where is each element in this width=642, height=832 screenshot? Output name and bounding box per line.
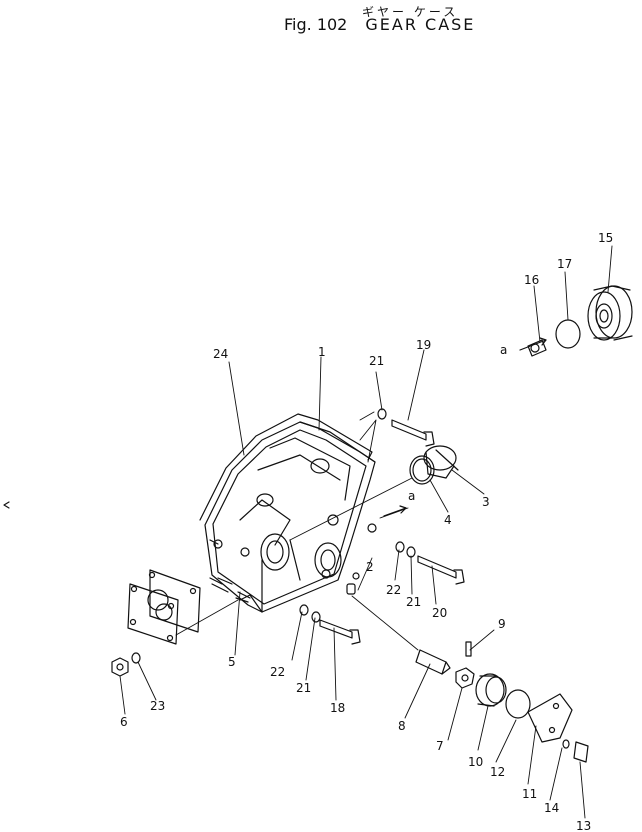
callout-18: 18 bbox=[330, 701, 345, 715]
washer-part-21-lower bbox=[311, 611, 321, 623]
figure-number: Fig. 102 bbox=[284, 15, 348, 34]
callout-6: 6 bbox=[120, 715, 128, 729]
callout-a-lower: a bbox=[408, 489, 415, 503]
callout-22-right: 22 bbox=[386, 583, 401, 597]
callout-24: 24 bbox=[213, 347, 228, 361]
callout-2: 2 bbox=[366, 560, 374, 574]
callout-labels: 1 2 3 4 5 6 7 8 9 10 11 12 13 14 15 16 1… bbox=[120, 231, 613, 832]
japanese-title: ギヤー ケース bbox=[362, 5, 459, 19]
callout-16: 16 bbox=[524, 273, 539, 287]
nut-part-6 bbox=[111, 657, 129, 677]
pin-part-2 bbox=[346, 583, 356, 595]
callout-13: 13 bbox=[576, 819, 591, 832]
callout-17: 17 bbox=[557, 257, 572, 271]
callout-5: 5 bbox=[228, 655, 236, 669]
callout-14: 14 bbox=[544, 801, 559, 815]
washer-part-22-right bbox=[395, 541, 405, 553]
washer-part-21-top bbox=[377, 408, 387, 420]
bore-right bbox=[314, 542, 342, 578]
callout-4: 4 bbox=[444, 513, 452, 527]
callout-3: 3 bbox=[482, 495, 490, 509]
bearing-part-10 bbox=[475, 673, 507, 707]
callout-10: 10 bbox=[468, 755, 483, 769]
callout-20: 20 bbox=[432, 606, 447, 620]
reference-arrow-a-lower bbox=[383, 505, 407, 517]
callout-21-right: 21 bbox=[406, 595, 421, 609]
callout-a-upper: a bbox=[500, 343, 507, 357]
callout-11: 11 bbox=[522, 787, 537, 801]
callout-7: 7 bbox=[436, 739, 444, 753]
figure-title: Fig. 102 GEAR CASE bbox=[284, 15, 475, 34]
fitting-part-16 bbox=[527, 339, 547, 357]
bolt-part-19 bbox=[391, 419, 435, 447]
callout-22-lower: 22 bbox=[270, 665, 285, 679]
washer-part-22-lower bbox=[299, 604, 309, 616]
callout-8: 8 bbox=[398, 719, 406, 733]
bolt-part-20 bbox=[417, 555, 465, 585]
o-ring-part-4 bbox=[409, 455, 435, 485]
washer-part-14 bbox=[562, 739, 570, 749]
callout-21-lower: 21 bbox=[296, 681, 311, 695]
filter-part-15 bbox=[587, 285, 633, 341]
callout-1: 1 bbox=[318, 345, 326, 359]
plug-part-3 bbox=[423, 445, 459, 479]
block-part-7 bbox=[455, 667, 475, 689]
bore-left bbox=[260, 533, 290, 571]
o-ring-part-17 bbox=[555, 319, 581, 349]
pin-part-9 bbox=[465, 641, 472, 657]
callout-9: 9 bbox=[498, 617, 506, 631]
gasket-outline bbox=[199, 413, 373, 521]
washer-part-23 bbox=[131, 652, 141, 664]
callout-15: 15 bbox=[598, 231, 613, 245]
bolt-part-13 bbox=[573, 741, 589, 763]
callout-23: 23 bbox=[150, 699, 165, 713]
gear-case-body bbox=[204, 421, 376, 613]
reference-arrow-a-upper bbox=[519, 337, 547, 351]
callout-21-top: 21 bbox=[369, 354, 384, 368]
flange-plates bbox=[127, 569, 201, 645]
callout-12: 12 bbox=[490, 765, 505, 779]
callout-19: 19 bbox=[416, 338, 431, 352]
bolt-part-18 bbox=[319, 619, 361, 645]
washer-part-21-right bbox=[406, 546, 416, 558]
figure-name: GEAR CASE bbox=[365, 15, 476, 34]
o-ring-part-12 bbox=[505, 689, 531, 719]
cover-part-11 bbox=[527, 693, 573, 743]
leader-lines bbox=[119, 245, 613, 819]
shaft-part-8 bbox=[415, 649, 451, 675]
